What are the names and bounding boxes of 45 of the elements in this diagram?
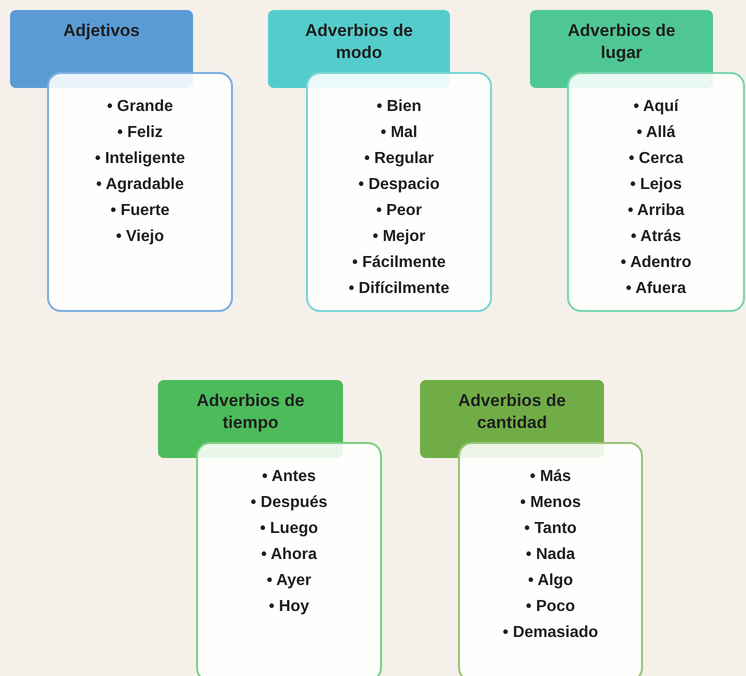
list-item: • Inteligente (94, 149, 186, 169)
list-item: • Poco (526, 597, 576, 617)
list-item: • Algo (528, 571, 573, 591)
category-heading: Adverbios de modo (304, 20, 414, 64)
list-item: • Hoy (268, 597, 310, 617)
list-item: • Peor (376, 201, 422, 221)
list-item: • Luego (260, 519, 318, 539)
list-item: • Feliz (117, 123, 163, 143)
list-item: • Despacio (358, 175, 440, 195)
list-item: • Viejo (116, 227, 164, 247)
word-list-card (567, 72, 745, 312)
word-list-card (306, 72, 492, 312)
list-item: • Afuera (626, 279, 686, 299)
list-item: • Mal (380, 123, 418, 143)
list-item: • Más (530, 467, 572, 487)
list-item: • Ayer (266, 571, 312, 591)
list-item: • Antes (262, 467, 316, 487)
list-item: • Nada (526, 545, 576, 565)
list-item: • Fuerte (110, 201, 170, 221)
category-heading: Adverbios de cantidad (457, 390, 567, 434)
list-item: • Difícilmente (348, 279, 450, 299)
list-item: • Grande (106, 97, 174, 117)
list-item: • Demasiado (502, 623, 598, 643)
word-list-card (196, 442, 382, 676)
list-item: • Después (250, 493, 328, 513)
list-item: • Arriba (628, 201, 684, 221)
list-item: • Mejor (372, 227, 426, 247)
list-item: • Atrás (630, 227, 682, 247)
list-item: • Allá (636, 123, 676, 143)
list-item: • Tanto (524, 519, 577, 539)
list-item: • Ahora (261, 545, 317, 565)
list-item: • Regular (364, 149, 434, 169)
list-item: • Fácilmente (352, 253, 446, 273)
category-heading: Adjetivos (62, 20, 141, 42)
list-item: • Agradable (96, 175, 184, 195)
category-heading: Adverbios de tiempo (196, 390, 306, 434)
word-list-card (458, 442, 643, 676)
list-item: • Adentro (620, 253, 692, 273)
list-item: • Cerca (628, 149, 684, 169)
list-item: • Aquí (634, 97, 678, 117)
list-item: • Menos (520, 493, 581, 513)
list-item: • Bien (376, 97, 422, 117)
word-list-card (47, 72, 233, 312)
list-item: • Lejos (630, 175, 682, 195)
category-heading: Adverbios de lugar (566, 20, 676, 64)
